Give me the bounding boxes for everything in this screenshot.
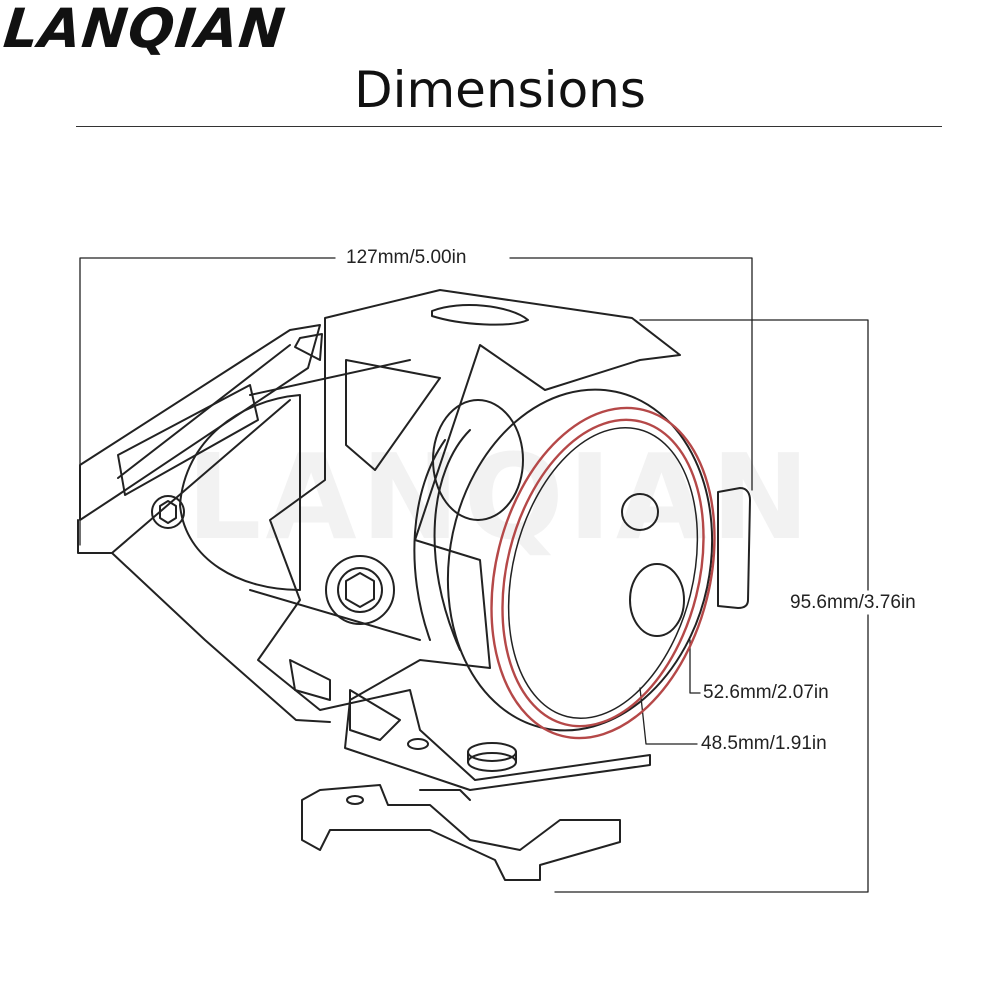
outer-lens-dimension-label: 52.6mm/2.07in <box>703 682 829 704</box>
small-led <box>621 493 659 531</box>
side-tab <box>717 487 751 609</box>
inner-lens-dimension-label: 48.5mm/1.91in <box>701 733 827 755</box>
outer-lens-leader <box>689 639 701 694</box>
lens-ring-inner <box>501 418 705 728</box>
title-divider <box>76 126 942 127</box>
height-dimension-line-bottom <box>554 614 869 893</box>
lens-details <box>621 493 685 637</box>
lens-ring-outer <box>490 406 716 740</box>
left-bracket <box>77 324 331 723</box>
width-dimension-label: 127mm/5.00in <box>342 247 471 269</box>
shroud-window <box>345 359 441 471</box>
page-title: Dimensions <box>354 61 646 119</box>
side-bolt <box>151 495 185 529</box>
top-slot <box>431 304 529 326</box>
width-dimension-line <box>79 257 336 546</box>
dimension-lines <box>79 257 869 893</box>
height-dimension-label: 95.6mm/3.76in <box>790 592 916 614</box>
projector-lens <box>629 563 685 637</box>
inner-lens-leader <box>639 687 698 745</box>
height-dimension-line <box>639 319 869 591</box>
front-shroud <box>257 289 681 791</box>
bolts <box>151 495 517 772</box>
center-bolt <box>325 555 395 625</box>
watermark: LANQIAN <box>186 428 814 566</box>
width-dimension-line-right <box>509 257 753 491</box>
mount-base <box>301 784 621 881</box>
lamp-body <box>179 359 421 641</box>
